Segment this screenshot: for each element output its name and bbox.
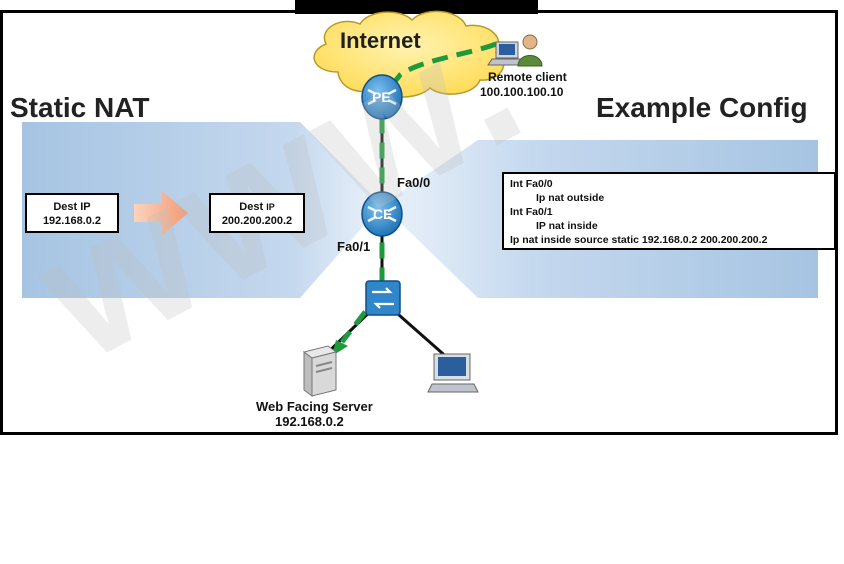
config-line-4: IP nat inside (536, 220, 598, 232)
top-bar (295, 0, 538, 14)
internet-label: Internet (340, 28, 421, 53)
ce-router-icon (361, 191, 403, 237)
ce-label: CE (373, 206, 393, 222)
pc-icon (427, 353, 479, 393)
translation-arrow (134, 191, 188, 235)
dest-ip-after-ip-word: IP (266, 202, 275, 212)
switch-icon (365, 280, 401, 316)
static-nat-title: Static NAT (10, 92, 150, 123)
fa01-label: Fa0/1 (337, 239, 371, 254)
config-line-1: Int Fa0/0 (510, 178, 553, 190)
dest-ip-before-label: Dest IP (53, 201, 91, 213)
nat-diagram: www. Static NAT Example Config Internet … (0, 0, 838, 435)
dest-ip-after-label: Dest (239, 201, 264, 213)
config-box: Int Fa0/0 Ip nat outside Int Fa0/1 IP na… (502, 172, 836, 250)
server-name: Web Facing Server (256, 399, 373, 414)
fa00-label: Fa0/0 (397, 175, 431, 190)
web-server-icon (302, 345, 338, 397)
pe-router-icon (361, 74, 403, 120)
server-ip: 192.168.0.2 (275, 414, 344, 429)
remote-client-ip: 100.100.100.10 (480, 85, 564, 99)
remote-client-icon (487, 34, 543, 67)
remote-client-name: Remote client (488, 70, 567, 84)
config-line-5: Ip nat inside source static 192.168.0.2 … (510, 234, 768, 246)
dest-ip-after-value: 200.200.200.2 (221, 215, 293, 227)
config-line-3: Int Fa0/1 (510, 206, 553, 218)
example-config-title: Example Config (596, 92, 808, 123)
left-band (22, 122, 382, 298)
dest-ip-after-box: Dest IP 200.200.200.2 (209, 193, 305, 233)
dest-ip-before-box: Dest IP 192.168.0.2 (25, 193, 119, 233)
internet-cloud (313, 10, 505, 98)
dest-ip-before-value: 192.168.0.2 (42, 215, 102, 227)
pe-label: PE (372, 89, 391, 105)
config-line-2: Ip nat outside (536, 192, 605, 204)
